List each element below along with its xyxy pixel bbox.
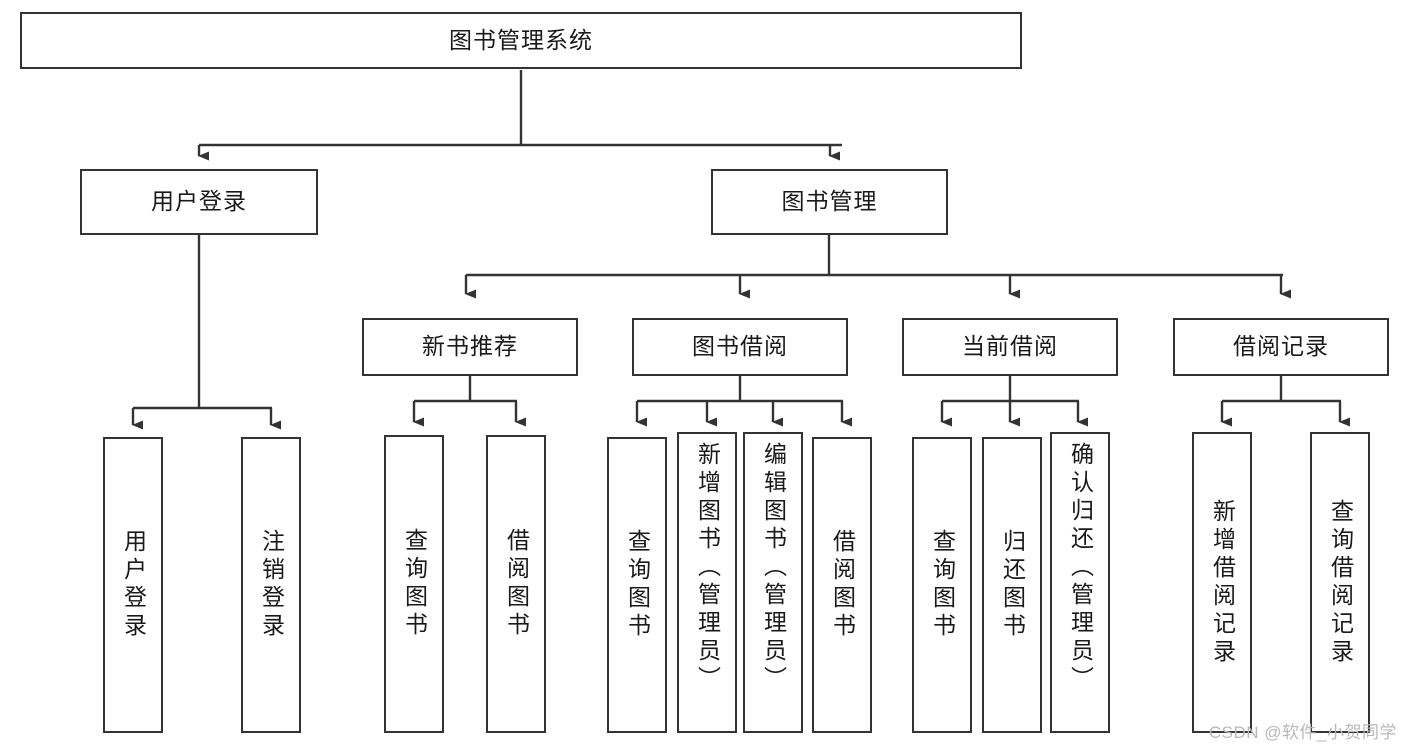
node-book-management[interactable]: 图书管理 bbox=[711, 169, 948, 235]
node-label: 当前借阅 bbox=[962, 333, 1058, 360]
leaf-label: 新增借阅记录 bbox=[1209, 498, 1236, 667]
leaf-query-book-recommend[interactable]: 查询图书 bbox=[384, 435, 444, 733]
node-label: 图书借阅 bbox=[692, 333, 788, 360]
leaf-label: 查询借阅记录 bbox=[1327, 498, 1354, 667]
edges-user-login-to-leaves bbox=[131, 235, 281, 430]
leaf-label: 查询图书 bbox=[624, 529, 651, 641]
edges-new-book-recommend-to-leaves bbox=[412, 376, 526, 427]
edges-book-management-to-level3 bbox=[464, 235, 1291, 299]
node-borrow-record[interactable]: 借阅记录 bbox=[1173, 318, 1389, 376]
edges-root-to-level2 bbox=[197, 70, 842, 161]
leaf-label: 用户登录 bbox=[120, 529, 147, 641]
node-root-book-management-system[interactable]: 图书管理系统 bbox=[20, 12, 1022, 69]
node-label: 新书推荐 bbox=[422, 333, 518, 360]
edges-book-borrow-to-leaves bbox=[635, 376, 852, 427]
leaf-confirm-return-admin[interactable]: 确认归还（管理员） bbox=[1050, 432, 1110, 733]
node-label: 图书管理系统 bbox=[449, 26, 593, 53]
watermark-text: CSDN @软件_小贺同学 bbox=[1208, 723, 1397, 742]
edges-current-borrow-to-leaves bbox=[940, 376, 1088, 427]
leaf-label: 归还图书 bbox=[999, 529, 1026, 641]
leaf-query-borrow-record[interactable]: 查询借阅记录 bbox=[1310, 432, 1370, 733]
leaf-label: 查询图书 bbox=[929, 529, 956, 641]
node-user-login[interactable]: 用户登录 bbox=[80, 169, 318, 235]
leaf-query-book-borrow[interactable]: 查询图书 bbox=[607, 437, 667, 733]
leaf-label: 借阅图书 bbox=[503, 528, 530, 640]
leaf-borrow-book-borrow[interactable]: 借阅图书 bbox=[812, 437, 872, 733]
leaf-user-login[interactable]: 用户登录 bbox=[103, 437, 163, 733]
leaf-edit-book-admin[interactable]: 编辑图书（管理员） bbox=[743, 432, 803, 733]
leaf-logout-login[interactable]: 注销登录 bbox=[241, 437, 301, 733]
leaf-label: 编辑图书（管理员） bbox=[760, 442, 787, 694]
node-book-borrow[interactable]: 图书借阅 bbox=[632, 318, 848, 376]
leaf-label: 借阅图书 bbox=[829, 529, 856, 641]
node-label: 用户登录 bbox=[151, 188, 247, 215]
leaf-label: 查询图书 bbox=[401, 528, 428, 640]
node-label: 借阅记录 bbox=[1233, 333, 1329, 360]
leaf-label: 确认归还（管理员） bbox=[1067, 442, 1094, 694]
edges-borrow-record-to-leaves bbox=[1220, 376, 1350, 427]
leaf-borrow-book-recommend[interactable]: 借阅图书 bbox=[486, 435, 546, 733]
node-label: 图书管理 bbox=[781, 188, 878, 215]
leaf-query-book-current[interactable]: 查询图书 bbox=[912, 437, 972, 733]
leaf-add-book-admin[interactable]: 新增图书（管理员） bbox=[677, 432, 737, 733]
node-new-book-recommend[interactable]: 新书推荐 bbox=[362, 318, 578, 376]
leaf-return-book[interactable]: 归还图书 bbox=[982, 437, 1042, 733]
leaf-add-borrow-record[interactable]: 新增借阅记录 bbox=[1192, 432, 1252, 733]
leaf-label: 注销登录 bbox=[258, 529, 285, 641]
node-current-borrow[interactable]: 当前借阅 bbox=[902, 318, 1118, 376]
leaf-label: 新增图书（管理员） bbox=[694, 442, 721, 694]
